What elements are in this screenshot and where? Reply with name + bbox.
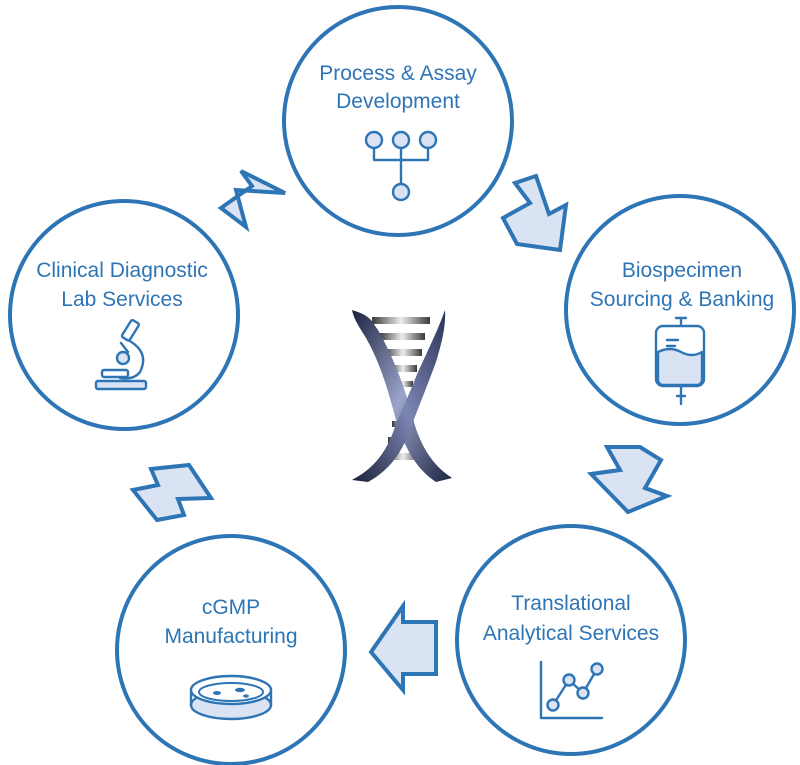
node-cgmp-manufacturing[interactable]: cGMP Manufacturing [115,534,347,765]
petri-dish-icon [189,674,273,721]
microscope-icon [94,318,148,391]
node-label-line2: Manufacturing [164,625,297,648]
arrow-clinical-to-process [217,169,286,233]
node-label-line2: Lab Services [61,288,182,311]
line-chart-icon [539,660,604,720]
dna-helix-icon [352,310,452,482]
node-label-line1: Biospecimen [622,259,742,282]
arrow-process-to-biospecimen [500,173,569,253]
node-clinical-diagnostic-lab-services[interactable]: Clinical Diagnostic Lab Services [8,199,240,431]
node-label-line1: Translational [511,592,630,615]
node-label-line2: Sourcing & Banking [590,288,774,311]
node-label-line2: Development [336,90,460,113]
arrow-translational-to-cgmp [368,599,438,696]
node-process-assay-development[interactable]: Process & Assay Development [282,5,514,237]
node-label-line1: Process & Assay [319,62,477,85]
arrow-cgmp-to-clinical [129,462,215,523]
node-translational-analytical-services[interactable]: Translational Analytical Services [455,524,687,756]
node-label-line1: cGMP [202,596,260,619]
node-biospecimen-sourcing-banking[interactable]: Biospecimen Sourcing & Banking [564,194,796,426]
blood-bag-icon [654,316,706,406]
node-label-line1: Clinical Diagnostic [36,259,208,282]
node-label-line2: Analytical Services [483,622,659,645]
network-hierarchy-icon [364,130,438,202]
arrow-biospecimen-to-translational [586,445,673,515]
